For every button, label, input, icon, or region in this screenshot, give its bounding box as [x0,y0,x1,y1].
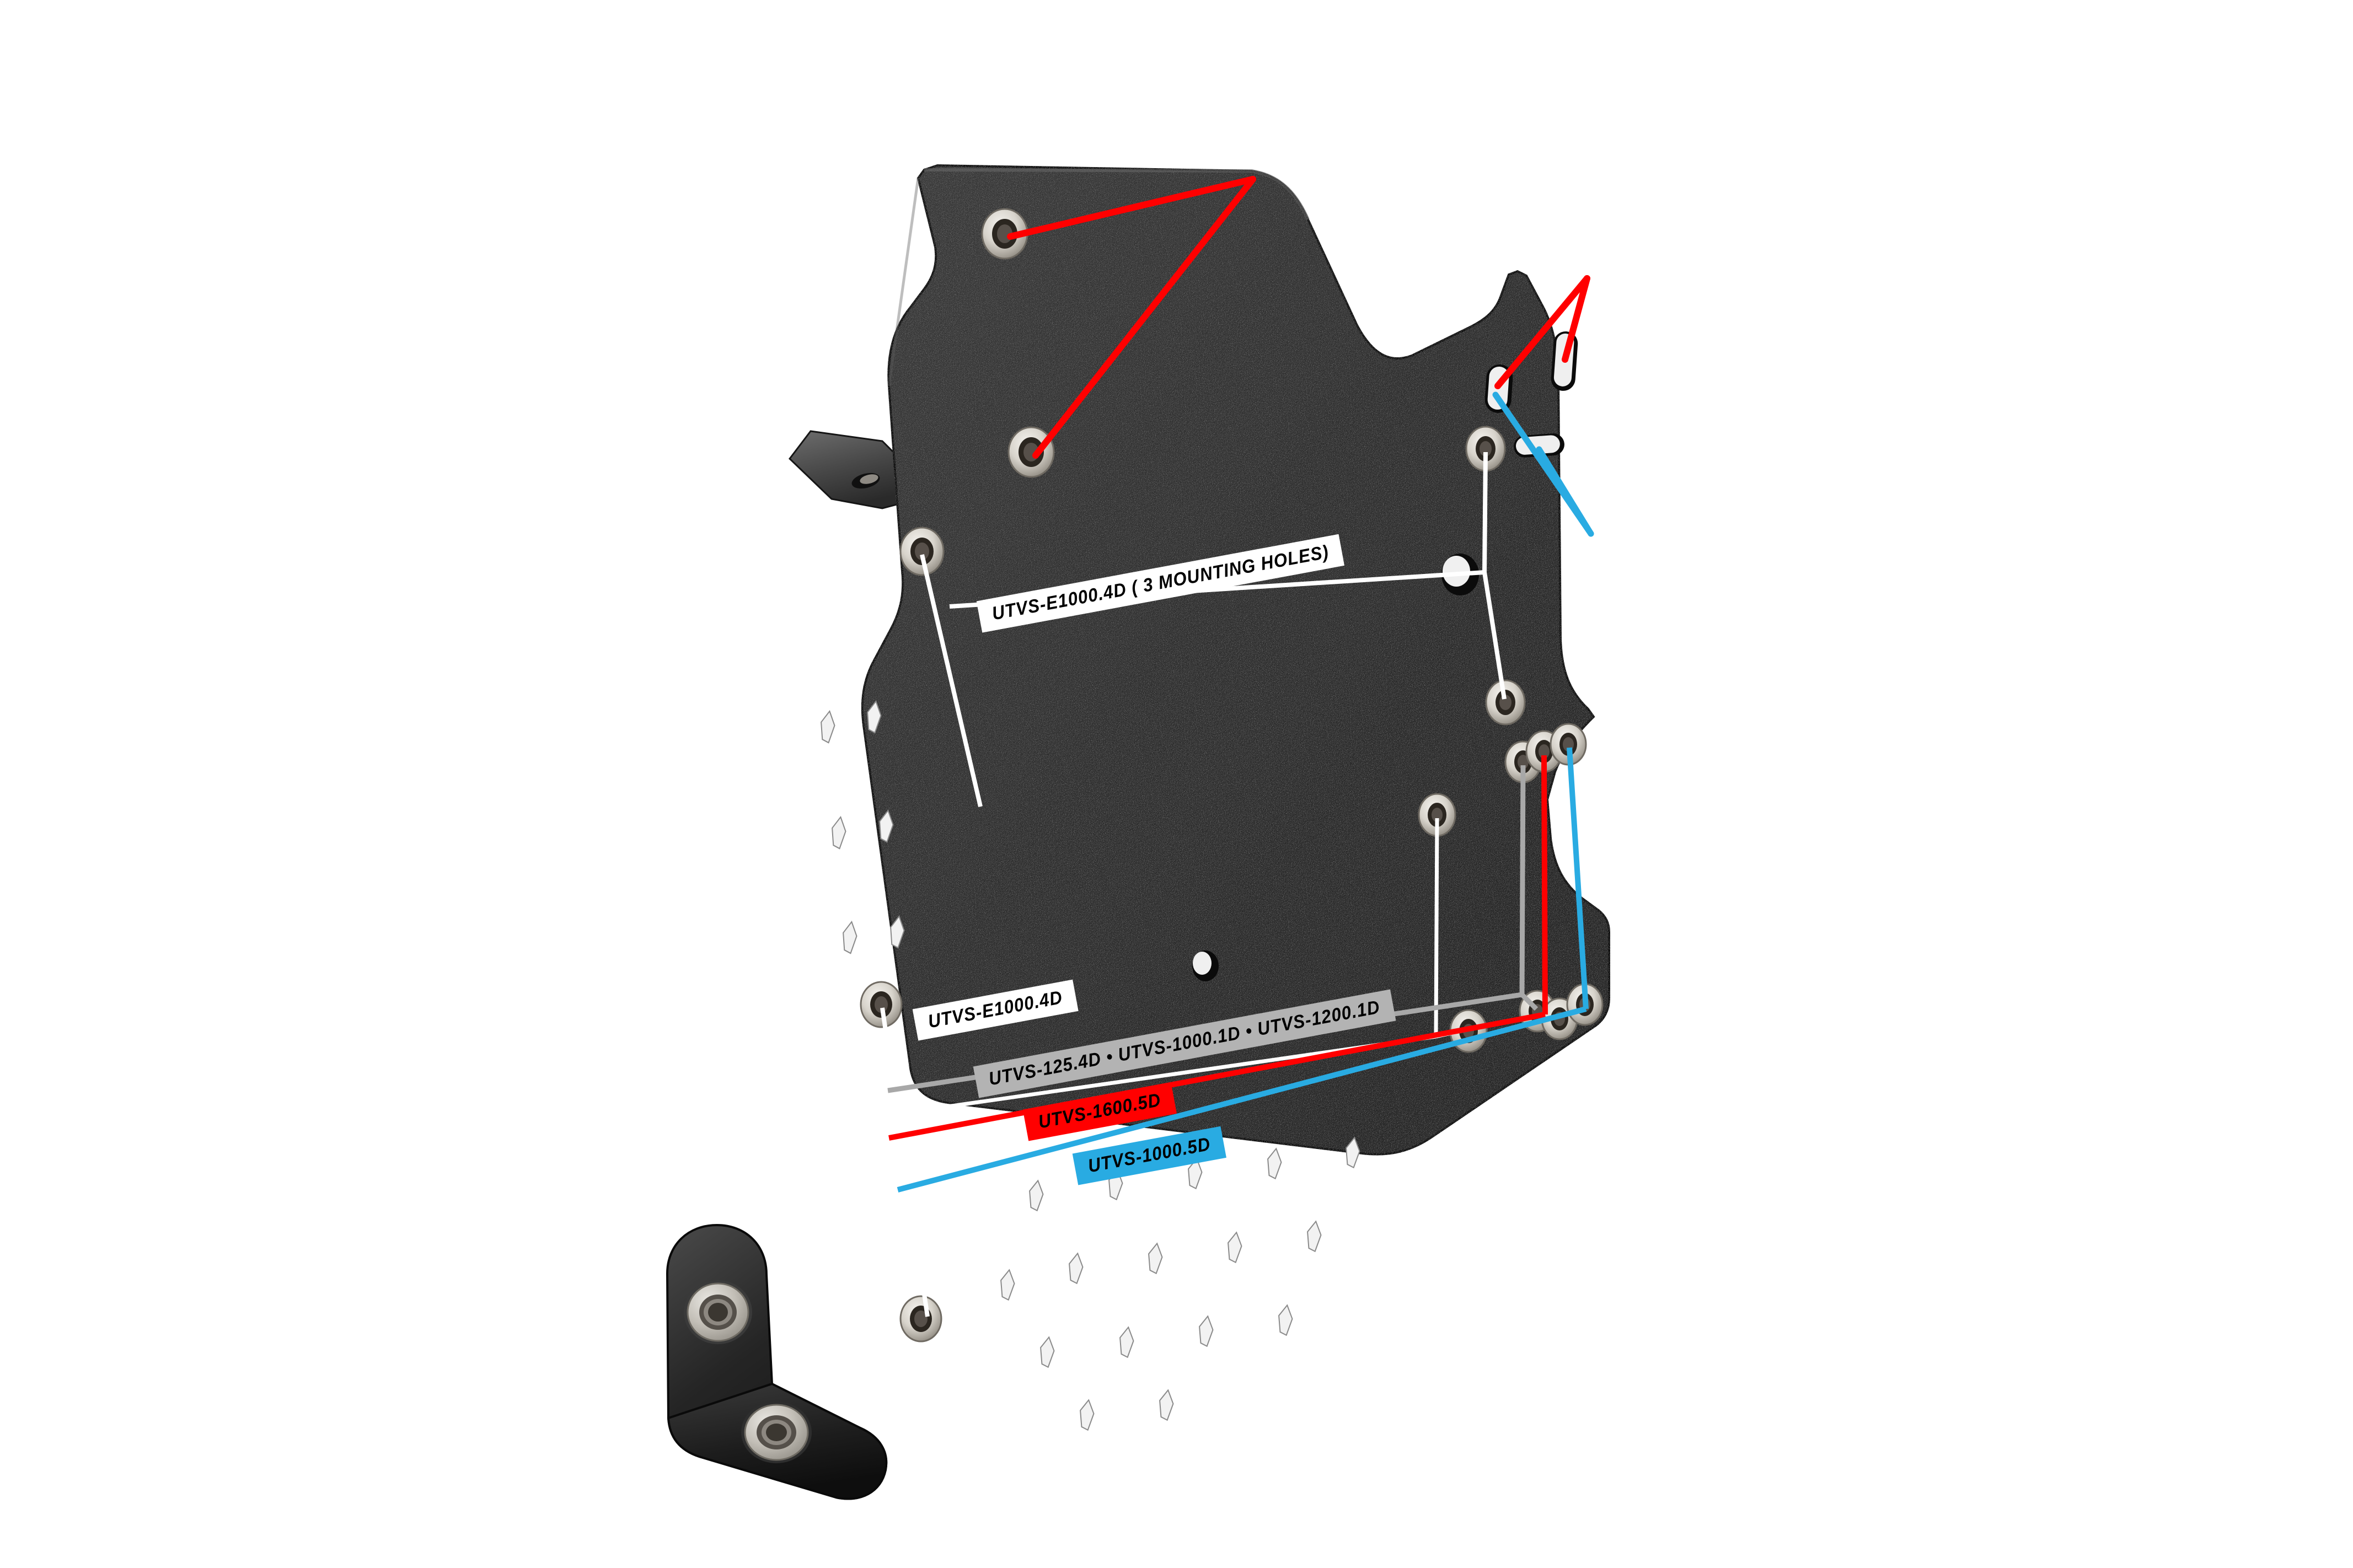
red-leader-upper-left [1007,176,1256,459]
l-angle-bracket [666,1223,888,1500]
through-holes [1192,554,1479,981]
leader-lines [880,176,1594,1317]
cyan-leader-upper-right [1492,391,1594,537]
vent-holes-lower [997,1136,1363,1431]
red-leader-upper-right [1494,275,1590,389]
rivet-nuts [860,208,1604,1343]
cyan-callout-leader [897,747,1589,1193]
white-callout-mounting-holes-leader [920,452,1507,807]
main-mounting-plate [788,164,1610,1431]
red-callout-leader [888,755,1548,1141]
